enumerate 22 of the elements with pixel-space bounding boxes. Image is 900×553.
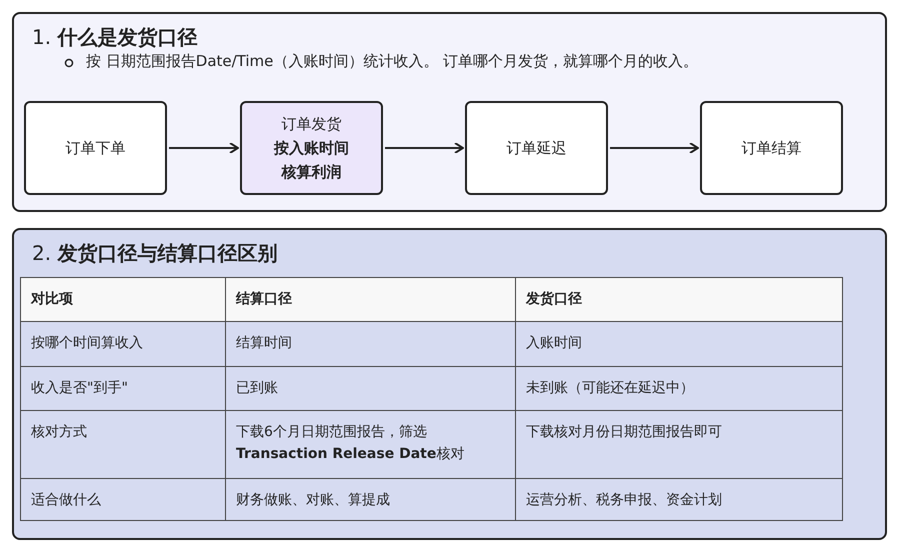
table-header-cell: 结算口径 [225, 277, 516, 322]
table-header-cell: 对比项 [20, 277, 226, 322]
section-panel [12, 228, 887, 540]
section-heading: 1. 什么是发货口径 [32, 24, 198, 51]
table-cell: 适合做什么 [20, 478, 226, 521]
arrow [610, 142, 699, 154]
process-box [240, 101, 383, 195]
process-box [24, 101, 167, 195]
table-cell: 运营分析、税务申报、资金计划 [515, 478, 843, 521]
box-text: 订单发货 [282, 114, 342, 135]
process-box [465, 101, 608, 195]
process-box [700, 101, 843, 195]
table-header-cell: 发货口径 [515, 277, 843, 322]
section-panel [12, 12, 887, 212]
box-text: 订单延迟 [506, 138, 566, 159]
box-text: 按入账时间核算利润 [272, 138, 350, 183]
arrow [385, 142, 464, 154]
bullet-text: 按 日期范围报告Date/Time（入账时间）统计收入。 订单哪个月发货，就算哪个月的收入。 [86, 52, 698, 71]
box-text: 订单结算 [742, 138, 802, 159]
section-heading: 2. 发货口径与结算口径区别 [32, 240, 278, 267]
arrow [169, 142, 239, 154]
box-text: 订单下单 [66, 138, 126, 159]
